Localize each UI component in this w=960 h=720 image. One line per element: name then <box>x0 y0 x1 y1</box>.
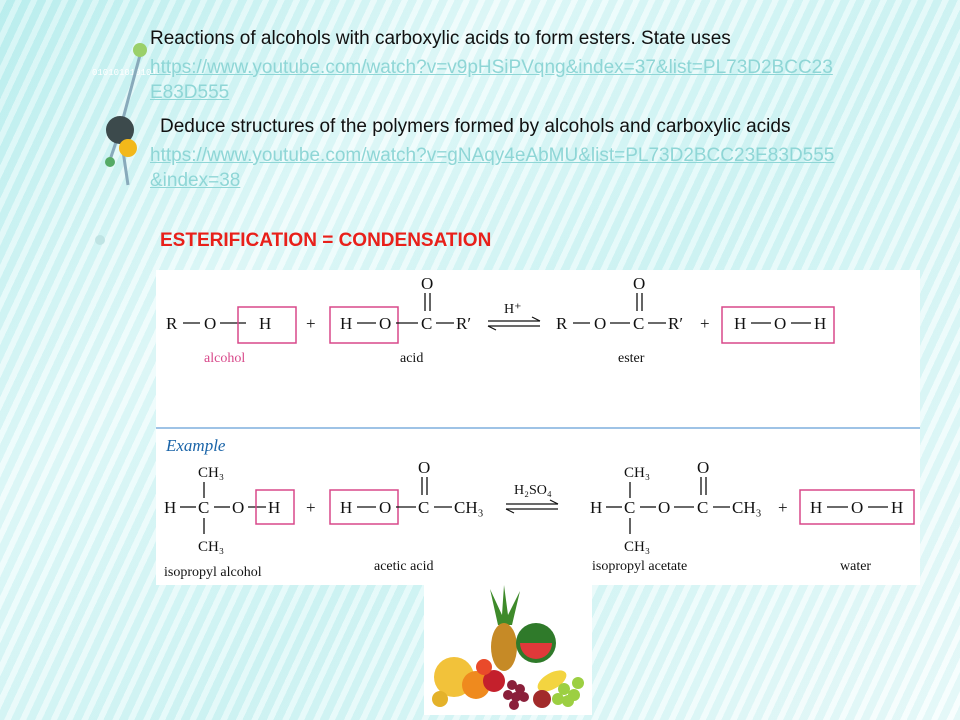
r-prime-group: R′ <box>668 314 683 333</box>
oxygen: O <box>379 314 391 333</box>
lemon <box>432 691 448 707</box>
alcohol-h-box <box>255 489 295 525</box>
section-heading: ESTERIFICATION = CONDENSATION <box>160 230 492 251</box>
example-title: Example <box>165 436 226 455</box>
carbon: C <box>624 498 635 517</box>
plus-sign: + <box>306 498 316 517</box>
plum <box>533 690 551 708</box>
r-group: R <box>556 314 568 333</box>
water-box <box>721 306 835 344</box>
hydrogen: H <box>340 314 352 333</box>
hydrogen: H <box>164 498 176 517</box>
water-label: water <box>840 559 871 574</box>
esterification-diagram: R O H + alcohol H O C O R′ acid H⁺ <box>156 274 920 580</box>
pineapple <box>491 623 517 671</box>
ester-label: ester <box>618 351 645 366</box>
grapes <box>503 680 529 710</box>
carbon: C <box>633 314 644 333</box>
catalyst-h2so4: H₂SO₄ <box>514 483 552 498</box>
hydrogen: H <box>268 498 280 517</box>
carbon: C <box>418 498 429 517</box>
alcohol-label: alcohol <box>204 351 245 366</box>
carbon: C <box>198 498 209 517</box>
oxygen: O <box>418 458 430 477</box>
oxygen: O <box>697 458 709 477</box>
video-link-1[interactable]: https://www.youtube.com/watch?v=v9pHSiPV… <box>150 57 833 78</box>
banana <box>537 670 567 692</box>
atom-carbon <box>106 116 134 144</box>
methyl: CH₃ <box>454 498 484 517</box>
oxygen: O <box>633 274 645 293</box>
general-reaction: R O H + alcohol H O C O R′ acid H⁺ <box>166 274 835 366</box>
hydrogen: H <box>810 498 822 517</box>
plus-sign: + <box>306 314 316 333</box>
pineapple-leaves <box>490 585 520 625</box>
methyl-bottom: CH₃ <box>624 539 650 555</box>
atom-yellow <box>119 139 137 157</box>
atom-green <box>133 43 147 57</box>
oxygen: O <box>594 314 606 333</box>
video-link-2-cont[interactable]: &index=38 <box>150 170 241 191</box>
polymer-text: Deduce structures of the polymers formed… <box>160 116 791 137</box>
fruit-image <box>424 585 592 715</box>
reaction-panel: R O H + alcohol H O C O R′ acid H⁺ <box>156 270 920 585</box>
plus-sign: + <box>700 314 710 333</box>
video-link-1-cont[interactable]: E83D555 <box>150 82 230 103</box>
methyl: CH₃ <box>732 498 762 517</box>
hydrogen: H <box>259 314 271 333</box>
isopropyl-acetate-label: isopropyl acetate <box>592 559 687 574</box>
hydrogen: H <box>734 314 746 333</box>
atom-small <box>105 157 115 167</box>
methyl-top: CH₃ <box>198 465 224 481</box>
orange <box>462 671 490 699</box>
hydrogen: H <box>590 498 602 517</box>
binary-text: 0101010101010 <box>92 68 160 78</box>
oxygen: O <box>851 498 863 517</box>
title-text: Reactions of alcohols with carboxylic ac… <box>150 28 731 49</box>
carbon: C <box>697 498 708 517</box>
water-box <box>799 489 915 525</box>
acid-label: acid <box>400 351 423 366</box>
r-prime-group: R′ <box>456 314 471 333</box>
methyl-top: CH₃ <box>624 465 650 481</box>
catalyst-h-plus: H⁺ <box>504 302 522 317</box>
hydrogen: H <box>340 498 352 517</box>
isopropyl-alcohol-label: isopropyl alcohol <box>164 565 262 580</box>
acetic-acid-label: acetic acid <box>374 559 433 574</box>
video-link-2[interactable]: https://www.youtube.com/watch?v=gNAqy4eA… <box>150 145 835 166</box>
acid-oh-box <box>329 306 399 344</box>
atom-faded <box>95 235 105 245</box>
carbon: C <box>421 314 432 333</box>
oxygen: O <box>774 314 786 333</box>
molecule-decoration: 0101010101010 <box>92 43 160 245</box>
watermelon-slice <box>520 643 552 659</box>
tomato <box>476 659 492 675</box>
oxygen: O <box>379 498 391 517</box>
oxygen: O <box>658 498 670 517</box>
example-reaction: Example CH₃ H C O H CH₃ isopropyl alcoho… <box>164 436 915 580</box>
hydrogen: H <box>814 314 826 333</box>
green-grapes <box>552 677 584 707</box>
oxygen: O <box>204 314 216 333</box>
apple <box>483 670 505 692</box>
methyl-bottom: CH₃ <box>198 539 224 555</box>
plus-sign: + <box>778 498 788 517</box>
hydrogen: H <box>891 498 903 517</box>
r-group: R <box>166 314 178 333</box>
oxygen: O <box>421 274 433 293</box>
alcohol-h-box <box>237 306 297 344</box>
oxygen: O <box>232 498 244 517</box>
